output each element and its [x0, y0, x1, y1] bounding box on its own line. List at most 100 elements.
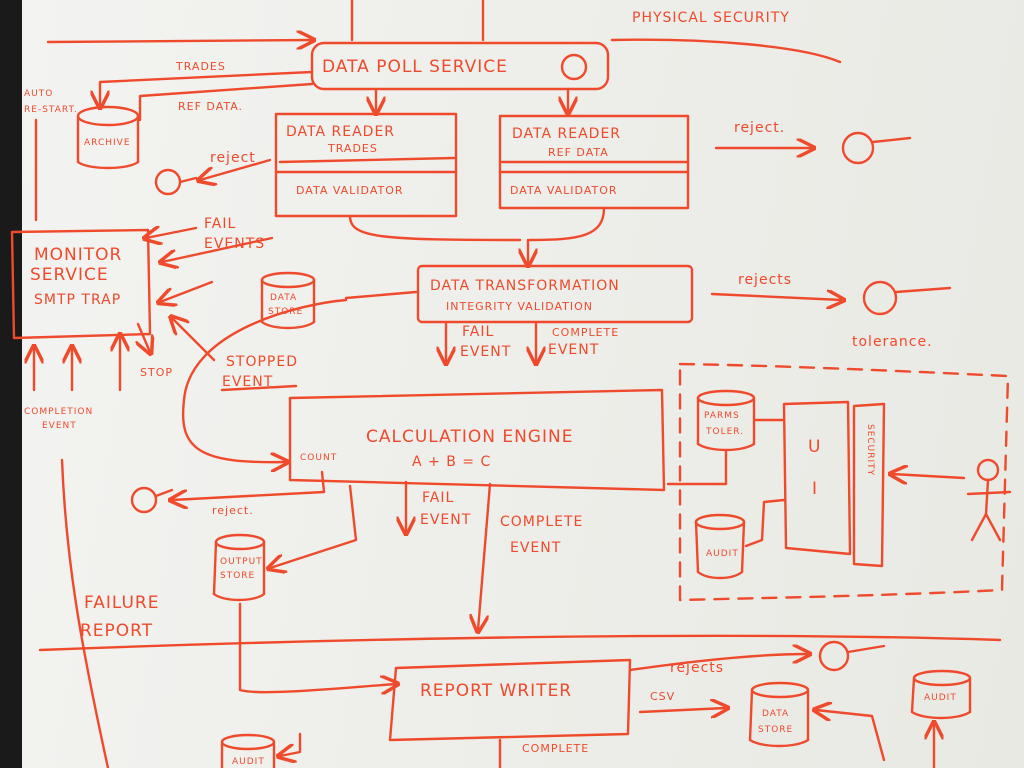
report-reject-arrow	[628, 654, 808, 672]
ui-label-u: U	[808, 437, 821, 457]
data-store-bottom-cylinder: DATA STORE	[748, 681, 810, 748]
ref-data-line	[138, 82, 314, 122]
reader-trades-subtitle: TRADES	[327, 142, 378, 155]
stop-label: STOP	[140, 366, 173, 379]
top-edge-lines	[350, 0, 485, 42]
report-writer-title: REPORT WRITER	[420, 681, 572, 701]
reject-sink-icon	[154, 168, 198, 196]
fail-event-arrow-3	[160, 280, 214, 302]
completion-event-label-1: COMPLETION	[24, 407, 93, 417]
reader-trades-to-transform	[348, 214, 522, 242]
engine-to-output-arrow	[270, 484, 358, 568]
stop-arrow	[138, 322, 150, 352]
fail-events-label-2: EVENTS	[204, 236, 265, 252]
output-store-label-1: OUTPUT	[220, 557, 263, 567]
actor-to-security-arrow	[892, 474, 966, 478]
monitor-title-1: MONITOR	[34, 245, 122, 265]
audit-store-cylinder: AUDIT	[694, 513, 746, 580]
transform-complete-label-2: EVENT	[548, 342, 599, 358]
reject-sink-icon	[818, 640, 886, 672]
tolerance-label: tolerance.	[852, 334, 933, 350]
transform-fail-label-2: EVENT	[460, 344, 511, 360]
params-label-1: PARMS	[704, 411, 740, 421]
reader-trades-reject-arrow	[200, 158, 272, 180]
physical-security-boundary	[610, 38, 842, 64]
audit-bottom-label: AUDIT	[232, 757, 265, 767]
report-writer-box: REPORT WRITER	[388, 658, 632, 742]
audit-right-label: AUDIT	[924, 693, 957, 703]
output-store-label-2: STORE	[220, 571, 255, 581]
failure-label: FAILURE	[84, 593, 159, 613]
monitor-title-2: SERVICE	[30, 265, 109, 285]
data-transformation-box: DATA TRANSFORMATION INTEGRITY VALIDATION	[416, 264, 694, 324]
report-to-audit-arrow	[280, 732, 302, 756]
params-label-2: TOLER.	[705, 427, 744, 437]
calculation-engine-box: CALCULATION ENGINE A + B = C COUNT	[288, 388, 666, 492]
transform-complete-label-1: COMPLETE	[552, 326, 619, 339]
transform-reject-arrow	[710, 294, 842, 300]
stopped-event-label-2: EVENT	[222, 374, 273, 390]
trades-arrow	[100, 70, 314, 106]
auto-restart-label-2: RE-START.	[24, 105, 78, 115]
ref-data-label: REF DATA.	[178, 100, 243, 113]
store-to-transform-line	[344, 290, 418, 300]
completion-down-line	[60, 458, 110, 768]
transform-rejects-label: rejects	[738, 272, 792, 288]
reader-trades-validator: DATA VALIDATOR	[296, 184, 404, 197]
failure-report-divider	[38, 634, 1002, 652]
audit-right-cylinder: AUDIT	[910, 669, 972, 720]
engine-reject-label: reject.	[212, 504, 254, 517]
reject-sink-icon	[841, 131, 912, 165]
completion-event-label-2: EVENT	[42, 421, 77, 431]
archive-label: ARCHIVE	[84, 138, 131, 148]
data-poll-service-box: DATA POLL SERVICE	[310, 41, 610, 91]
params-to-engine-line	[666, 450, 728, 486]
fail-event-arrow-1	[146, 228, 198, 238]
engine-formula: A + B = C	[412, 454, 491, 470]
data-reader-trades-box: DATA READER TRADES DATA VALIDATOR	[274, 112, 458, 218]
fail-event-arrow-2	[162, 236, 274, 262]
monitor-title-3: SMTP TRAP	[34, 292, 121, 308]
report-complete-label: COMPLETE	[522, 742, 589, 755]
ui-panel: U I	[782, 400, 852, 556]
data-store-bottom-label-2: STORE	[758, 725, 793, 735]
engine-title: CALCULATION ENGINE	[366, 427, 573, 447]
whiteboard	[22, 0, 1024, 768]
stopped-event-underline	[220, 384, 298, 392]
engine-reject-arrow	[172, 470, 326, 500]
loop-to-engine-arrow	[181, 298, 348, 462]
transform-subtitle: INTEGRITY VALIDATION	[446, 300, 593, 313]
engine-fail-label-2: EVENT	[420, 512, 471, 528]
stopped-event-label-1: STOPPED	[226, 354, 298, 370]
transform-fail-label-1: FAIL	[462, 324, 494, 340]
trades-label: TRADES	[175, 60, 226, 73]
report-csv-label: CSV	[650, 690, 675, 703]
user-actor-icon	[966, 458, 1012, 542]
output-to-report-arrow	[238, 602, 396, 692]
transform-title: DATA TRANSFORMATION	[430, 278, 620, 294]
report-rejects-label: rejects	[670, 660, 724, 676]
data-reader-ref-box: DATA READER REF DATA DATA VALIDATOR	[498, 114, 690, 210]
data-poll-service-title: DATA POLL SERVICE	[322, 57, 508, 77]
params-store-cylinder: PARMS TOLER.	[696, 389, 756, 452]
reader-ref-title: DATA READER	[512, 126, 621, 142]
reader-ref-validator: DATA VALIDATOR	[510, 184, 618, 197]
engine-fail-label-1: FAIL	[422, 490, 454, 506]
tolerance-sink-icon	[862, 280, 952, 316]
output-store-cylinder: OUTPUT STORE	[212, 533, 266, 602]
reader-trades-reject-label: reject	[210, 150, 256, 166]
archive-cylinder: ARCHIVE	[76, 105, 140, 170]
physical-security-label: PHYSICAL SECURITY	[632, 10, 790, 26]
ui-zone-to-data-store-arrow	[816, 710, 886, 762]
reader-ref-to-transform	[528, 206, 606, 242]
engine-complete-label-2: EVENT	[510, 540, 561, 556]
audit-zone-label: AUDIT	[706, 549, 739, 559]
engine-complete-label-1: COMPLETE	[500, 514, 583, 530]
data-store-bottom-label-1: DATA	[762, 709, 789, 719]
engine-complete-arrow	[478, 482, 492, 630]
data-store-top-label-1: DATA	[270, 293, 297, 303]
secure-ui-zone	[678, 362, 1010, 602]
auto-restart-label-1: AUTO	[24, 89, 53, 99]
data-store-top-cylinder: DATA STORE	[260, 271, 316, 330]
